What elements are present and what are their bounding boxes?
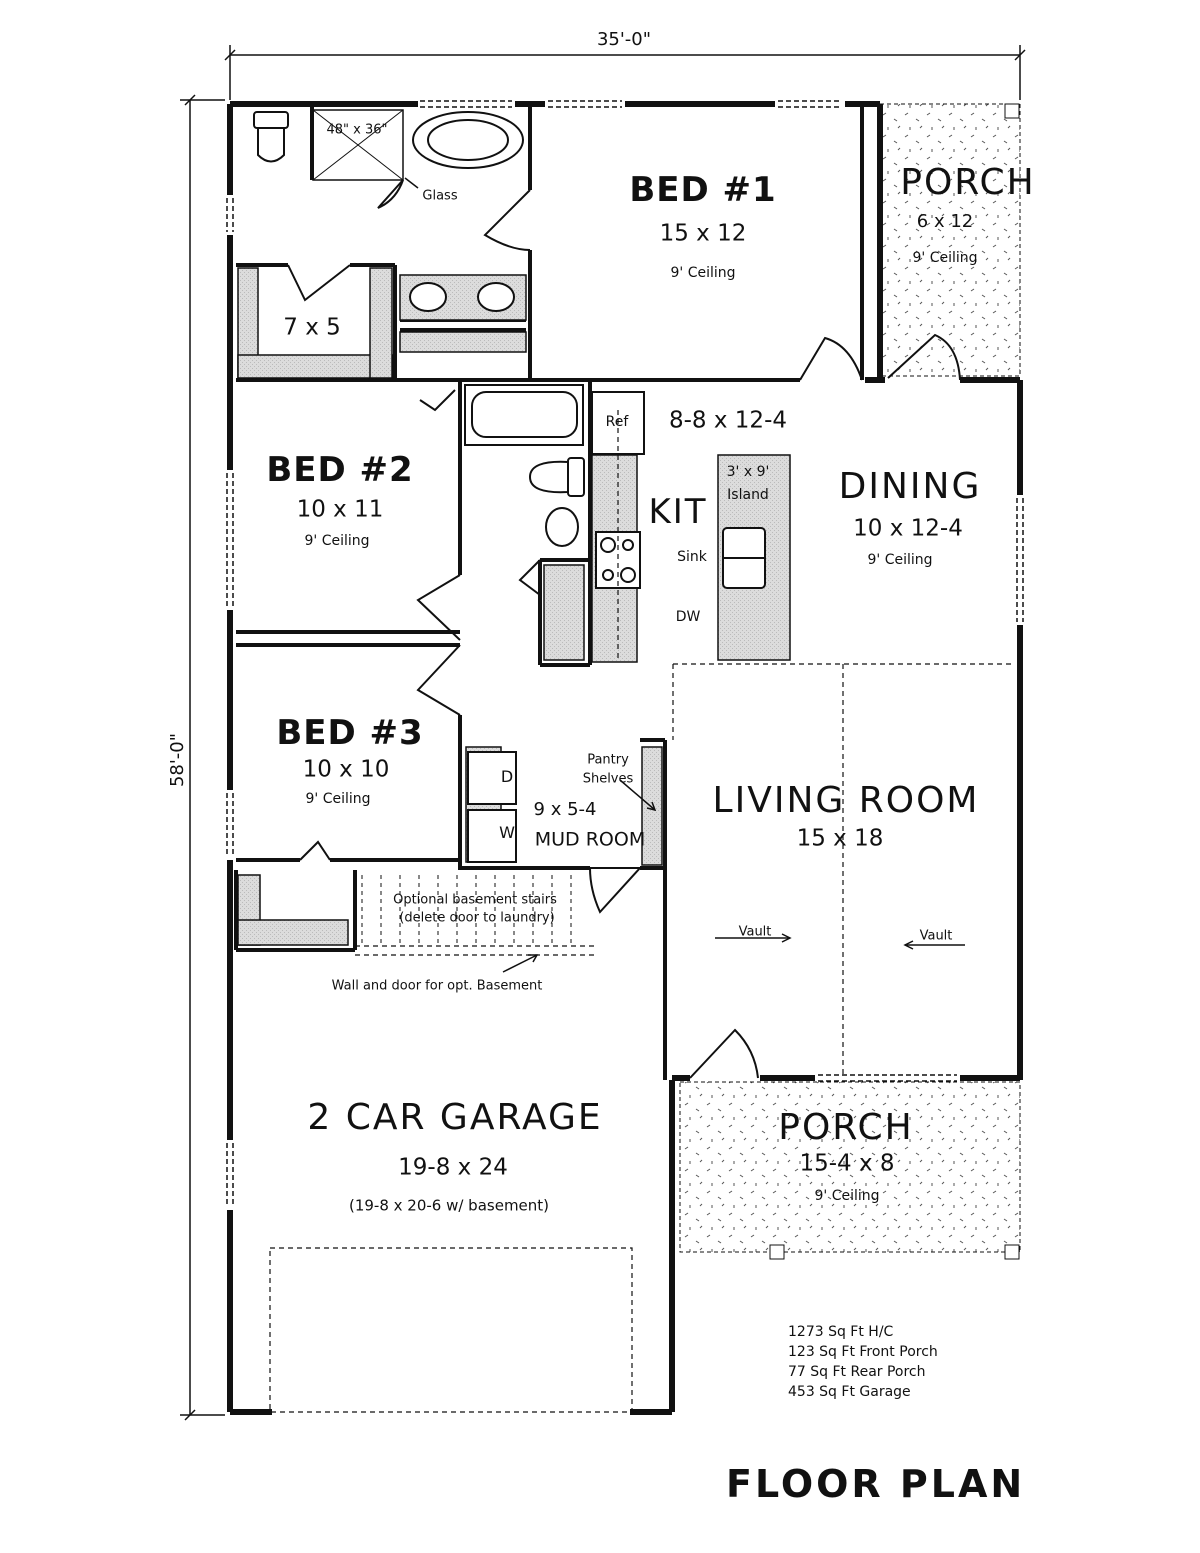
overall-width-dimension: 35'-0" bbox=[596, 29, 652, 50]
room-dimension: 19-8 x 24 bbox=[398, 1154, 508, 1181]
interior-walls bbox=[234, 104, 864, 1080]
stat-front-porch: 123 Sq Ft Front Porch bbox=[788, 1344, 938, 1360]
rear-porch-floor bbox=[879, 103, 1021, 377]
dimension-depth bbox=[180, 94, 225, 1421]
ceiling-note: 9' Ceiling bbox=[670, 265, 736, 281]
room-name: BED #1 bbox=[629, 170, 777, 210]
closet-dimension: 7 x 5 bbox=[283, 314, 341, 341]
stat-heated-cooled: 1273 Sq Ft H/C bbox=[788, 1324, 894, 1340]
basement-note-line1: Optional basement stairs bbox=[393, 892, 557, 908]
plan-title: FLOOR PLAN bbox=[726, 1462, 1026, 1506]
island-size-label: 3' x 9' bbox=[726, 464, 770, 480]
stat-rear-porch: 77 Sq Ft Rear Porch bbox=[788, 1364, 926, 1380]
dimension-width bbox=[224, 45, 1026, 100]
square-footage-summary: 1273 Sq Ft H/C 123 Sq Ft Front Porch 77 … bbox=[788, 1322, 938, 1402]
overall-depth-dimension: 58'-0" bbox=[167, 732, 188, 788]
arrows bbox=[404, 177, 965, 973]
dryer-label: D bbox=[500, 767, 514, 786]
room-name: 2 CAR GARAGE bbox=[307, 1097, 603, 1138]
vault-label-right: Vault bbox=[919, 928, 953, 944]
sink-label: Sink bbox=[677, 549, 707, 565]
ceiling-lines bbox=[269, 410, 1015, 1413]
ceiling-note: 9' Ceiling bbox=[305, 791, 371, 807]
washer-label: W bbox=[499, 823, 515, 842]
room-name: MUD ROOM bbox=[534, 828, 646, 851]
room-dimension: 10 x 10 bbox=[302, 756, 390, 783]
exterior-walls bbox=[227, 101, 1023, 1415]
shower-size-label: 48" x 36" bbox=[326, 122, 388, 138]
room-dimension: 15 x 12 bbox=[659, 220, 747, 247]
basement-note-line2: (delete door to laundry) bbox=[399, 910, 555, 926]
room-name: LIVING ROOM bbox=[712, 780, 980, 821]
room-name: BED #2 bbox=[266, 450, 414, 490]
basement-stair-treads bbox=[361, 875, 572, 946]
basement-wall-note: Wall and door for opt. Basement bbox=[331, 978, 543, 994]
room-dimension: 15 x 18 bbox=[796, 825, 884, 852]
room-dimension: 10 x 11 bbox=[296, 496, 384, 523]
refrigerator-label: Ref bbox=[605, 414, 629, 430]
island-label: Island bbox=[727, 487, 769, 503]
front-porch-floor bbox=[679, 1081, 1021, 1253]
room-name: DINING bbox=[838, 466, 982, 507]
stat-garage: 453 Sq Ft Garage bbox=[788, 1384, 911, 1400]
room-dimension: 8-8 x 12-4 bbox=[669, 407, 787, 434]
pantry-label: Pantry bbox=[587, 752, 629, 768]
room-dimension: 10 x 12-4 bbox=[853, 515, 963, 542]
room-dimension: 9 x 5-4 bbox=[533, 799, 597, 820]
room-name: PORCH bbox=[778, 1107, 914, 1148]
basement-size-note: (19-8 x 20-6 w/ basement) bbox=[348, 1196, 550, 1215]
vault-label-left: Vault bbox=[738, 924, 772, 940]
windows bbox=[226, 100, 1024, 1207]
ceiling-note: 9' Ceiling bbox=[912, 250, 978, 266]
room-name: KIT bbox=[648, 492, 708, 532]
fixtures bbox=[253, 109, 766, 863]
ceiling-note: 9' Ceiling bbox=[814, 1188, 880, 1204]
ceiling-note: 9' Ceiling bbox=[304, 533, 370, 549]
room-dimension: 15-4 x 8 bbox=[799, 1150, 895, 1177]
glass-label: Glass bbox=[422, 188, 458, 204]
room-name: BED #3 bbox=[276, 713, 424, 753]
dishwasher-label: DW bbox=[675, 609, 701, 625]
room-name: PORCH bbox=[900, 162, 1036, 203]
door-swings bbox=[287, 179, 961, 1079]
shelves-label: Shelves bbox=[582, 771, 634, 787]
ceiling-note: 9' Ceiling bbox=[867, 552, 933, 568]
room-dimension: 6 x 12 bbox=[916, 211, 974, 232]
